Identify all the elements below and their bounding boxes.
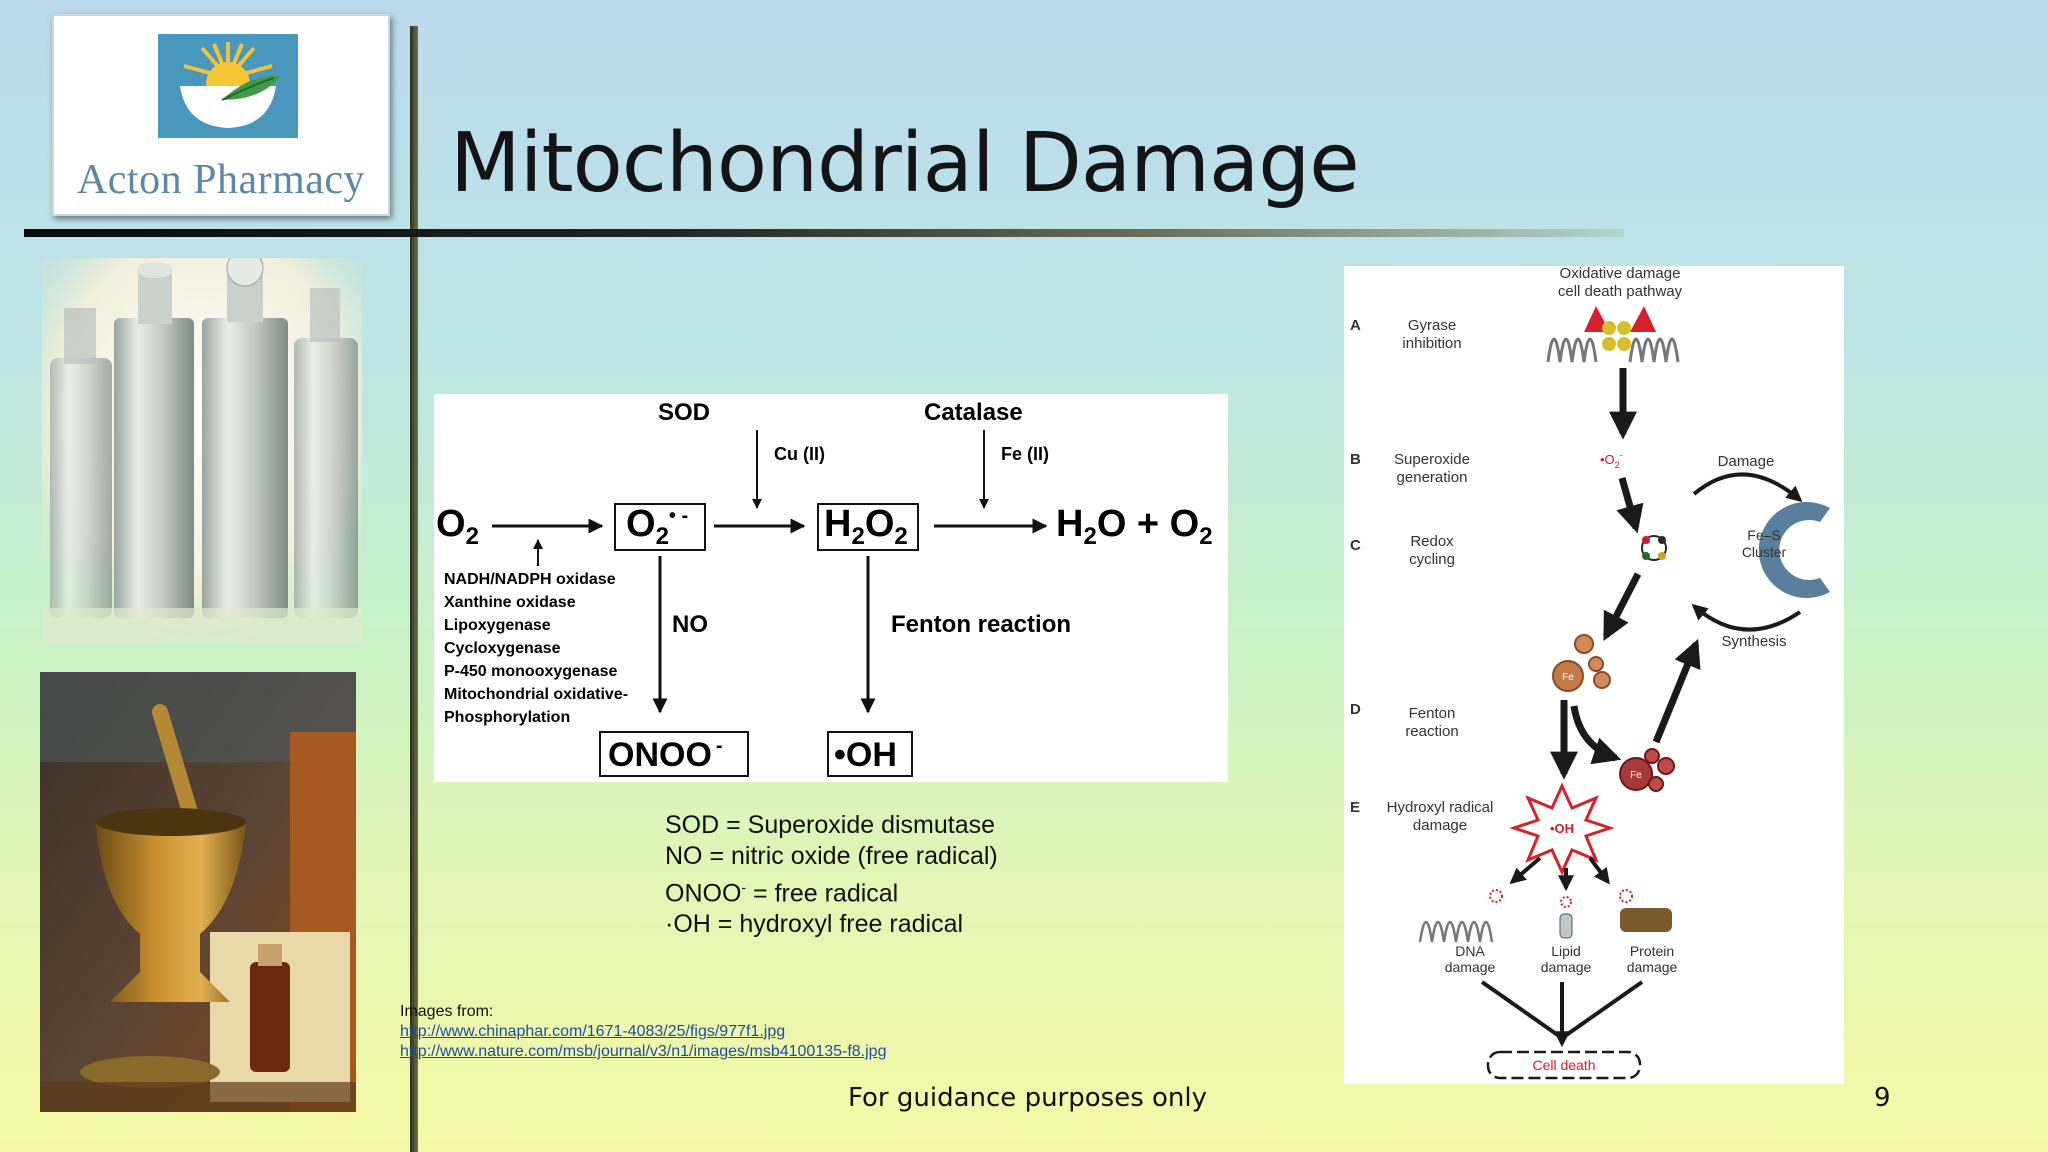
- logo: Acton Pharmacy: [52, 14, 390, 216]
- step-letter: B: [1350, 451, 1361, 468]
- slide-title: Mitochondrial Damage: [450, 116, 1360, 211]
- protein-damage-label: Protein: [1630, 943, 1674, 959]
- legend-onoo: ONOO- = free radical: [665, 879, 899, 908]
- step-label: Hydroxyl radical: [1387, 799, 1494, 816]
- step-label: inhibition: [1402, 335, 1461, 352]
- mortar-sun-icon: [158, 34, 298, 138]
- cell-death-pathway-diagram: Oxidative damage cell death pathway A Gy…: [1344, 265, 1844, 1084]
- bottles-photo: [42, 249, 362, 643]
- source-item: Cycloxygenase: [444, 640, 561, 657]
- page-number: 9: [1874, 1083, 1891, 1113]
- no-label: NO: [672, 611, 708, 638]
- protein-damage-label: damage: [1627, 959, 1678, 975]
- image-sources: Images from: http://www.chinaphar.com/16…: [400, 1002, 886, 1062]
- step-label: cycling: [1409, 551, 1455, 568]
- step-label: damage: [1413, 817, 1467, 834]
- abbreviation-legend: SOD = Superoxide dismutase NO = nitric o…: [665, 810, 998, 940]
- legend-no: NO = nitric oxide (free radical): [665, 842, 998, 870]
- peroxynitrite-box: ONOO-: [608, 735, 723, 774]
- synthesis-label: Synthesis: [1721, 633, 1786, 650]
- source-item: Phosphorylation: [444, 709, 570, 726]
- source-item: P-450 monooxygenase: [444, 663, 618, 680]
- h2o2-box: H2O2: [824, 503, 908, 550]
- sod-label: SOD: [658, 399, 710, 426]
- cu-label: Cu (II): [774, 444, 825, 464]
- footer-note: For guidance purposes only: [848, 1083, 1207, 1113]
- dna-damage-label: DNA: [1455, 943, 1485, 959]
- cluster-molecule-icon: [1641, 535, 1667, 561]
- cluster-label: Cluster: [1742, 544, 1787, 560]
- step-label: Gyrase: [1408, 317, 1456, 334]
- hydroxyl-box: •OH: [834, 736, 897, 774]
- legend-oh: ·OH = hydroxyl free radical: [665, 910, 964, 939]
- superoxide-label: •O2-: [1600, 450, 1623, 470]
- cluster-label: Fe–S: [1747, 527, 1780, 543]
- damage-label: Damage: [1718, 453, 1775, 470]
- fe-label: Fe: [1562, 672, 1574, 683]
- ros-formation-diagram: SOD Cu (II) Catalase Fe (II) O2 O2• - H2…: [434, 394, 1228, 782]
- step-label: Redox: [1410, 533, 1454, 550]
- step-label: generation: [1397, 469, 1468, 486]
- fe-label: Fe (II): [1001, 444, 1049, 464]
- cell-death-label: Cell death: [1532, 1057, 1595, 1073]
- superoxide-box: O2• -: [626, 503, 688, 550]
- vertical-rule: [410, 26, 418, 1152]
- lipid-damage-label: damage: [1541, 959, 1592, 975]
- catalase-label: Catalase: [924, 399, 1023, 426]
- protein-icon: [1619, 889, 1672, 932]
- o2-molecule: O2: [436, 503, 479, 550]
- source-item: Xanthine oxidase: [444, 594, 576, 611]
- sources-label: Images from:: [400, 1003, 494, 1020]
- source-link-chinaphar[interactable]: http://www.chinaphar.com/1671-4083/25/fi…: [400, 1023, 786, 1040]
- products-label: H2O + O2: [1056, 503, 1213, 550]
- step-label: reaction: [1405, 723, 1458, 740]
- source-item: Lipoxygenase: [444, 617, 551, 634]
- iron-ion-cluster-icon: Fe: [1552, 634, 1611, 692]
- source-link-nature[interactable]: http://www.nature.com/msb/journal/v3/n1/…: [400, 1043, 887, 1060]
- fe-s-cluster-icon: [1660, 500, 1706, 592]
- dna-gyrase-icon: [1546, 306, 1680, 363]
- horizontal-rule: [24, 229, 1624, 237]
- dna-damage-label: damage: [1445, 959, 1496, 975]
- step-label: Superoxide: [1394, 451, 1470, 468]
- pathway-header: cell death pathway: [1558, 283, 1683, 300]
- source-item: NADH/NADPH oxidase: [444, 571, 616, 588]
- source-item: Mitochondrial oxidative-: [444, 686, 628, 703]
- fenton-label: Fenton reaction: [891, 611, 1071, 638]
- step-letter: A: [1350, 317, 1361, 334]
- step-letter: D: [1350, 701, 1361, 718]
- iron-ion-cluster-icon: Fe: [1619, 748, 1675, 792]
- step-letter: E: [1350, 799, 1360, 816]
- step-letter: C: [1350, 537, 1361, 554]
- logo-text: Acton Pharmacy: [76, 157, 366, 203]
- pathway-header: Oxidative damage: [1560, 266, 1681, 282]
- hydroxyl-label: •OH: [1550, 821, 1574, 836]
- fe-s-cluster-icon: [1758, 502, 1830, 598]
- mortar-and-pestle-photo: [40, 672, 356, 1112]
- legend-sod: SOD = Superoxide dismutase: [665, 811, 996, 839]
- hydroxyl-burst-icon: [1509, 782, 1615, 876]
- fe-label: Fe: [1630, 770, 1642, 781]
- step-label: Fenton: [1409, 705, 1456, 722]
- dna-icon: [1418, 889, 1503, 943]
- oxidase-list: NADH/NADPH oxidase Xanthine oxidase Lipo…: [444, 571, 628, 726]
- lipid-damage-label: Lipid: [1551, 943, 1581, 959]
- lipid-icon: [1559, 896, 1573, 939]
